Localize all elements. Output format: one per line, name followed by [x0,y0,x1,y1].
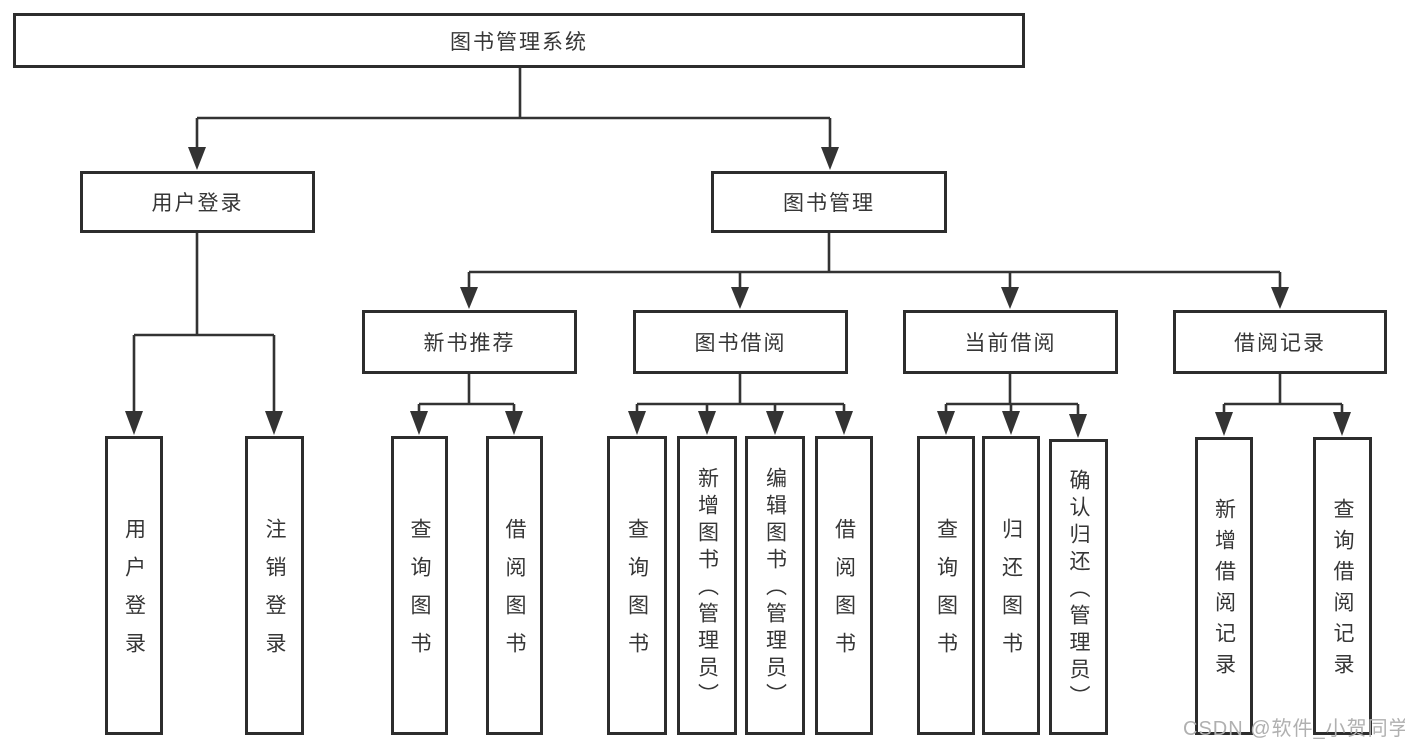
node-label: 图书管理 [783,192,875,215]
node-label: 借阅图书 [832,518,856,670]
node-label: 图书借阅 [694,332,787,355]
arrow-down-icon [1333,412,1351,436]
node-label: 用户登录 [122,518,146,670]
node-label: 编辑图书（管理员） [763,467,787,710]
leaf-query-books-1: 查询图书 [391,436,448,735]
leaf-logout: 注销登录 [245,436,304,735]
node-label: 当前借阅 [964,332,1057,355]
leaf-query-books-3: 查询图书 [917,436,975,735]
node-book-management: 图书管理 [711,171,947,233]
arrow-down-icon [698,411,716,435]
leaf-query-books-2: 查询图书 [607,436,667,735]
arrow-down-icon [460,287,478,309]
csdn-watermark: CSDN @软件_小贺同学 [1183,718,1405,740]
connector-arrowheads [125,147,1351,438]
node-label: 新增借阅记录 [1212,498,1236,684]
leaf-borrow-books-1: 借阅图书 [486,436,543,735]
node-label: 注销登录 [263,518,286,670]
node-library-management-system: 图书管理系统 [13,13,1025,68]
node-label: 查询图书 [625,518,649,670]
arrow-down-icon [731,287,749,309]
arrow-down-icon [125,411,143,435]
connector-current-borrow-to-leaves [944,374,1080,416]
node-label: 查询借阅记录 [1331,498,1354,684]
connector-borrow-records-to-leaves [1222,374,1344,414]
node-label: 借阅记录 [1234,332,1326,355]
node-label: 查询图书 [934,518,958,670]
node-label: 图书管理系统 [450,30,588,54]
leaf-edit-books-admin: 编辑图书（管理员） [745,436,805,735]
node-borrowing-records: 借阅记录 [1173,310,1387,374]
arrow-down-icon [1215,412,1233,436]
leaf-add-books-admin: 新增图书（管理员） [677,436,737,735]
node-label: 用户登录 [151,192,244,215]
leaf-borrow-books-2: 借阅图书 [815,436,873,735]
arrow-down-icon [1001,287,1019,309]
arrow-down-icon [505,411,523,435]
node-label: 借阅图书 [503,518,526,670]
node-label: 查询图书 [408,518,431,670]
leaf-add-borrow-record: 新增借阅记录 [1195,437,1253,735]
connector-lines [132,68,1344,416]
node-current-borrowing: 当前借阅 [903,310,1118,374]
arrow-down-icon [937,411,955,435]
arrow-down-icon [835,411,853,435]
node-label: 归还图书 [999,518,1023,670]
arrow-down-icon [410,411,428,435]
connector-book-mgmt-to-level3 [467,233,1282,290]
arrow-down-icon [1271,287,1289,309]
node-book-borrowing: 图书借阅 [633,310,848,374]
leaf-user-login: 用户登录 [105,436,163,735]
node-label: 确认归还（管理员） [1067,468,1090,712]
leaf-return-books: 归还图书 [982,436,1040,735]
arrow-down-icon [188,147,206,170]
connector-user-login-to-leaves [132,233,276,413]
arrow-down-icon [628,411,646,435]
leaf-query-borrow-record: 查询借阅记录 [1313,437,1372,735]
connector-book-borrow-to-leaves [635,374,846,413]
arrow-down-icon [1002,411,1020,435]
node-user-login: 用户登录 [80,171,315,233]
arrow-down-icon [265,411,283,435]
connector-new-book-to-leaves [417,374,516,413]
arrow-down-icon [1069,414,1087,438]
connector-root-to-level2 [195,68,832,150]
node-label: 新增图书（管理员） [695,467,719,710]
leaf-confirm-return-admin: 确认归还（管理员） [1049,439,1108,735]
arrow-down-icon [766,411,784,435]
arrow-down-icon [821,147,839,170]
node-new-book-recommend: 新书推荐 [362,310,577,374]
node-label: 新书推荐 [423,332,516,355]
